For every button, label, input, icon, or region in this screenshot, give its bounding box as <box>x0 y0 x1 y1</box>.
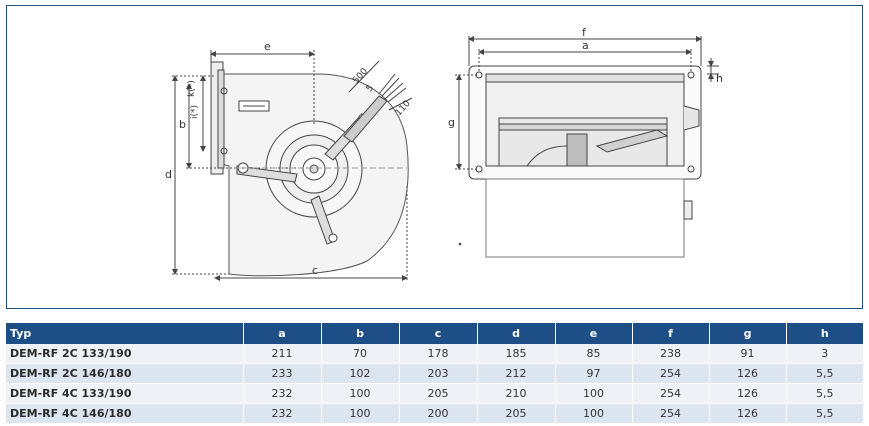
cell-typ: DEM-RF 4C 133/190 <box>6 383 243 404</box>
header-h: h <box>785 323 863 344</box>
cell-h: 3 <box>785 344 863 364</box>
table-row: DEM-RF 4C 133/190 232 100 205 210 100 25… <box>6 383 863 404</box>
header-b: b <box>320 323 399 344</box>
cell-h: 5,5 <box>785 383 863 404</box>
header-typ: Typ <box>6 323 243 344</box>
cell-d: 185 <box>476 344 555 364</box>
dim-f-label: f <box>582 26 587 39</box>
cell-h: 5,5 <box>785 363 863 384</box>
cell-b: 100 <box>320 383 399 404</box>
cell-g: 126 <box>708 363 786 384</box>
cell-c: 205 <box>398 383 477 404</box>
header-c: c <box>398 323 477 344</box>
cell-b: 102 <box>320 363 399 384</box>
dim-g-label: g <box>448 116 455 129</box>
cell-a: 232 <box>242 403 321 424</box>
header-f: f <box>631 323 709 344</box>
cell-e: 97 <box>554 363 632 384</box>
cell-d: 205 <box>476 403 555 424</box>
dim-i-label: i(*) <box>190 105 200 119</box>
cell-a: 233 <box>242 363 321 384</box>
cell-typ: DEM-RF 2C 146/180 <box>6 363 243 384</box>
dim-k-label: k(*) <box>187 80 197 97</box>
technical-drawing: e d b i(*) k(*) c 500 5 110 <box>165 26 723 282</box>
side-view-drawing <box>172 50 413 282</box>
technical-drawing-frame: e d b i(*) k(*) c 500 5 110 <box>6 5 863 309</box>
dim-h-label: h <box>716 72 723 85</box>
cell-g: 91 <box>708 344 786 364</box>
dim-5-label: 5 <box>365 83 376 94</box>
dim-b-label: b <box>179 118 186 131</box>
cell-d: 212 <box>476 363 555 384</box>
cell-d: 210 <box>476 383 555 404</box>
cell-f: 254 <box>631 383 709 404</box>
header-a: a <box>242 323 321 344</box>
cell-g: 126 <box>708 403 786 424</box>
cell-e: 100 <box>554 403 632 424</box>
front-view-labels: f a g h <box>448 26 723 129</box>
cell-b: 70 <box>320 344 399 364</box>
header-e: e <box>554 323 632 344</box>
dim-c-label: c <box>312 264 318 277</box>
header-g: g <box>708 323 786 344</box>
cell-c: 178 <box>398 344 477 364</box>
cell-a: 211 <box>242 344 321 364</box>
cell-g: 126 <box>708 383 786 404</box>
cell-f: 254 <box>631 363 709 384</box>
cell-a: 232 <box>242 383 321 404</box>
dim-a-label: a <box>582 39 589 52</box>
cell-c: 200 <box>398 403 477 424</box>
cell-typ: DEM-RF 2C 133/190 <box>6 344 243 364</box>
table-header-row: Typ a b c d e f g h <box>6 323 863 344</box>
dim-500-label: 500 <box>351 66 370 86</box>
dimensions-table: Typ a b c d e f g h DEM-RF 2C 133/190 21… <box>6 323 863 424</box>
cell-f: 254 <box>631 403 709 424</box>
table-row: DEM-RF 2C 146/180 233 102 203 212 97 254… <box>6 363 863 384</box>
cell-typ: DEM-RF 4C 146/180 <box>6 403 243 424</box>
cell-e: 85 <box>554 344 632 364</box>
table-row: DEM-RF 4C 146/180 232 100 200 205 100 25… <box>6 403 863 424</box>
dim-e-label: e <box>264 40 271 53</box>
cell-b: 100 <box>320 403 399 424</box>
header-d: d <box>476 323 555 344</box>
cell-h: 5,5 <box>785 403 863 424</box>
table-row: DEM-RF 2C 133/190 211 70 178 185 85 238 … <box>6 344 863 364</box>
cell-e: 100 <box>554 383 632 404</box>
cell-f: 238 <box>631 344 709 364</box>
dim-d-label: d <box>165 168 172 181</box>
front-view-drawing <box>455 36 719 258</box>
cell-c: 203 <box>398 363 477 384</box>
dim-110-label: 110 <box>394 99 413 119</box>
